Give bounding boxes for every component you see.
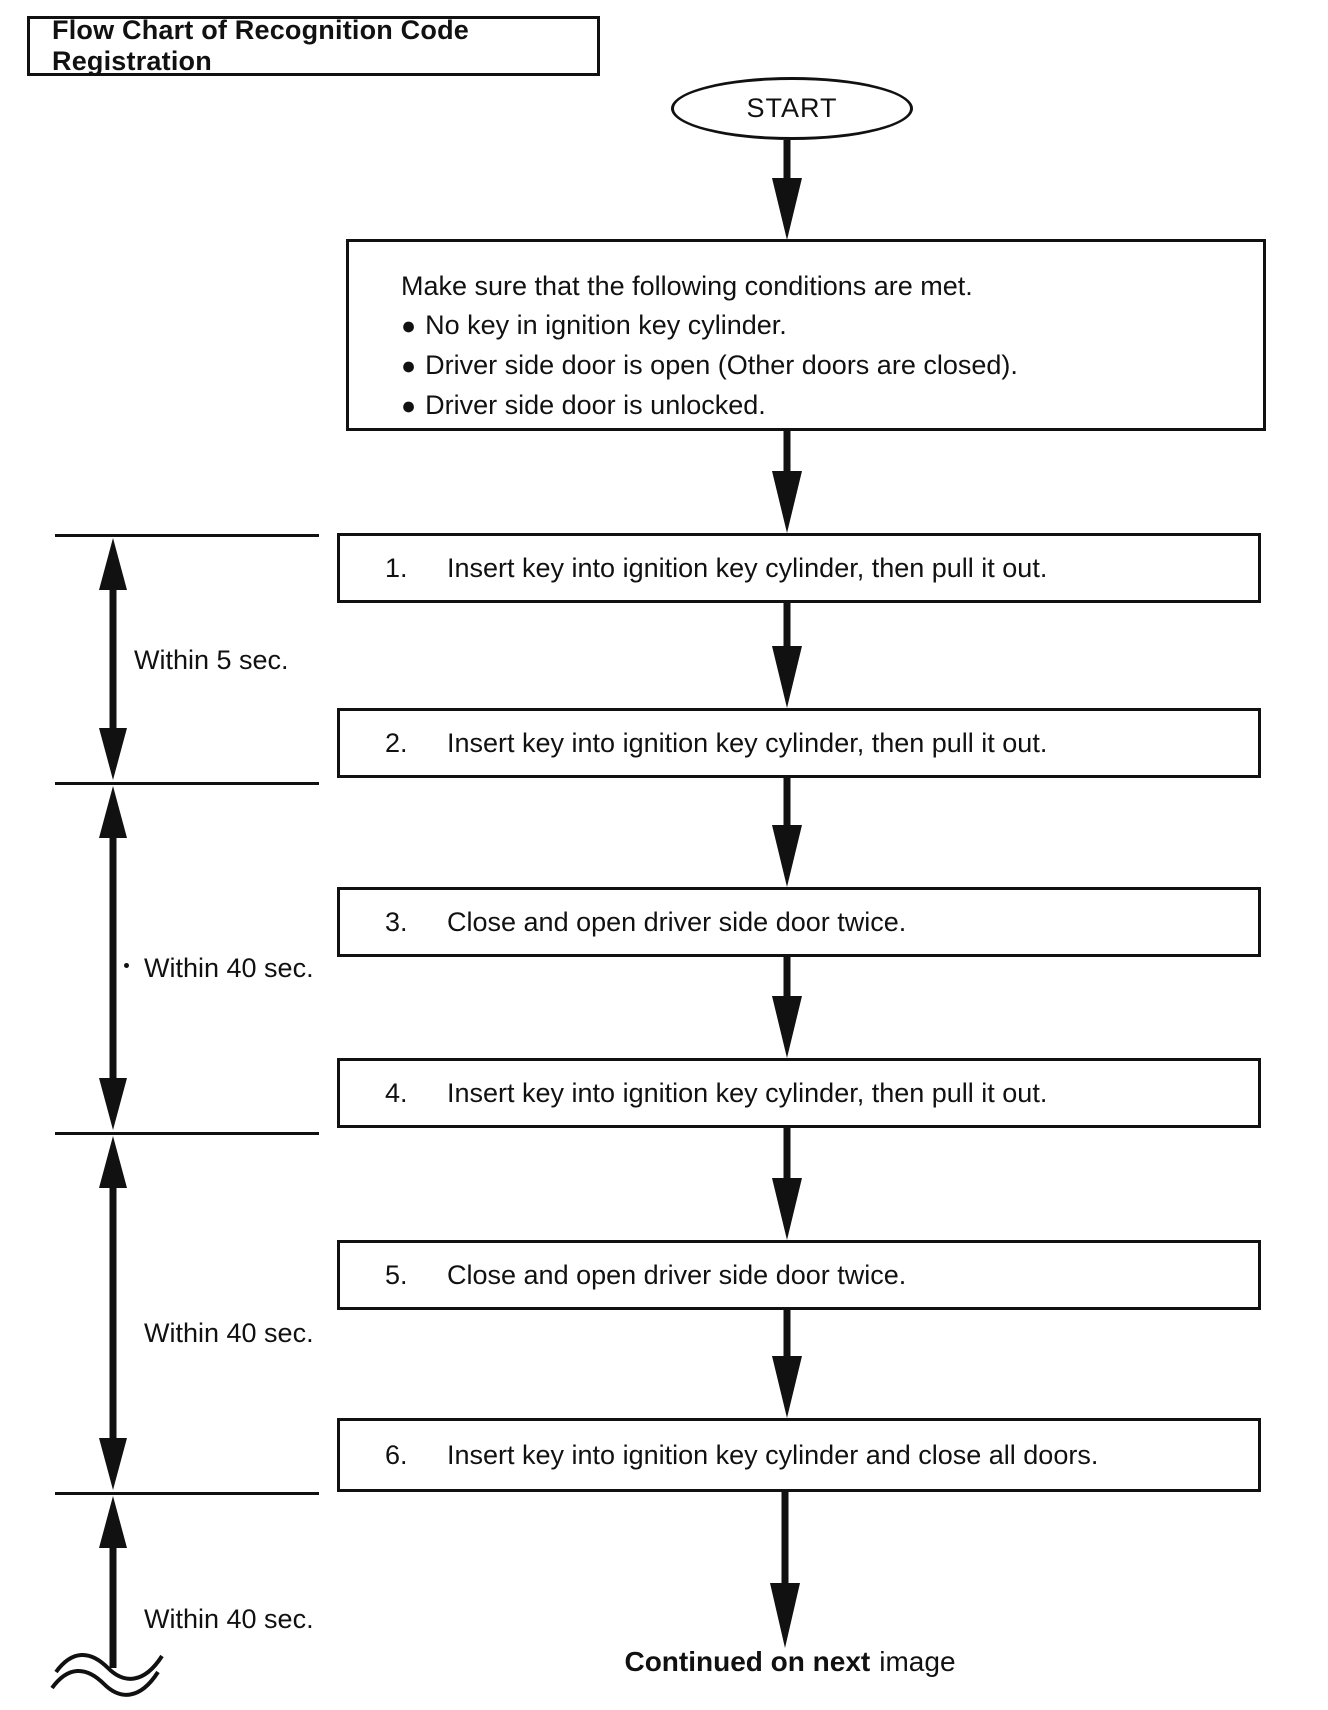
timing-label-within-40-sec-1: Within 40 sec. bbox=[144, 953, 314, 983]
conditions-intro: Make sure that the following conditions … bbox=[401, 271, 973, 301]
flow-arrow-step2-to-step3 bbox=[771, 778, 803, 887]
step-text: Insert key into ignition key cylinder, t… bbox=[447, 552, 1048, 583]
arrow-shaft bbox=[783, 140, 791, 182]
step-text: Close and open driver side door twice. bbox=[447, 906, 907, 937]
arrow-shaft bbox=[783, 1310, 791, 1360]
step-box-3: 3. Close and open driver side door twice… bbox=[337, 887, 1261, 957]
start-label: START bbox=[746, 93, 838, 123]
step-number: 4. bbox=[385, 1077, 408, 1108]
break-squiggle-icon bbox=[50, 1653, 164, 1697]
arrow-shaft bbox=[109, 582, 117, 736]
conditions-box: Make sure that the following conditions … bbox=[346, 239, 1266, 431]
stray-dot bbox=[124, 963, 129, 968]
tick-line-3 bbox=[55, 1132, 319, 1135]
timing-label-within-40-sec-3: Within 40 sec. bbox=[144, 1604, 314, 1634]
arrowhead-up-icon bbox=[99, 1136, 127, 1188]
step-text: Insert key into ignition key cylinder an… bbox=[447, 1439, 1099, 1470]
arrowhead-down-icon bbox=[772, 646, 802, 708]
step-text: Close and open driver side door twice. bbox=[447, 1259, 907, 1290]
timing-arrow-within-40-sec-1 bbox=[97, 786, 129, 1130]
bullet-icon: ● bbox=[401, 312, 417, 340]
arrowhead-down-icon bbox=[99, 1078, 127, 1130]
arrowhead-down-icon bbox=[99, 1438, 127, 1490]
chart-title: Flow Chart of Recognition Code Registrat… bbox=[52, 15, 469, 76]
tick-line-4 bbox=[55, 1492, 319, 1495]
arrow-shaft bbox=[783, 603, 791, 650]
continued-note-regular: image bbox=[879, 1646, 956, 1677]
step-text: Insert key into ignition key cylinder, t… bbox=[447, 727, 1048, 758]
timing-label-within-5-sec: Within 5 sec. bbox=[134, 645, 289, 675]
flow-arrow-step4-to-step5 bbox=[771, 1128, 803, 1240]
tick-line-2 bbox=[55, 782, 319, 785]
chart-title-box: Flow Chart of Recognition Code Registrat… bbox=[27, 15, 600, 76]
arrowhead-down-icon bbox=[772, 1178, 802, 1240]
arrowhead-down-icon bbox=[772, 825, 802, 887]
step-number: 1. bbox=[385, 552, 408, 583]
step-number: 3. bbox=[385, 906, 408, 937]
step-number: 5. bbox=[385, 1259, 408, 1290]
flow-arrow-step3-to-step4 bbox=[771, 957, 803, 1058]
timing-arrow-within-40-sec-3 bbox=[97, 1496, 129, 1668]
step-number: 2. bbox=[385, 727, 408, 758]
step-box-2: 2. Insert key into ignition key cylinder… bbox=[337, 708, 1261, 778]
condition-item: ●Driver side door is unlocked. bbox=[401, 390, 766, 420]
step-box-4: 4. Insert key into ignition key cylinder… bbox=[337, 1058, 1261, 1128]
step-box-6: 6. Insert key into ignition key cylinder… bbox=[337, 1418, 1261, 1492]
arrowhead-up-icon bbox=[99, 1496, 127, 1548]
flow-arrow-step5-to-step6 bbox=[771, 1310, 803, 1418]
flow-arrow-start-to-conditions bbox=[771, 140, 803, 240]
arrowhead-up-icon bbox=[99, 786, 127, 838]
start-node: START bbox=[671, 77, 913, 140]
step-number: 6. bbox=[385, 1439, 408, 1470]
arrowhead-up-icon bbox=[99, 538, 127, 590]
arrowhead-down-icon bbox=[772, 178, 802, 240]
flow-arrow-step1-to-step2 bbox=[771, 603, 803, 708]
arrow-shaft bbox=[109, 1180, 117, 1446]
arrow-shaft bbox=[783, 957, 791, 1000]
arrow-shaft bbox=[783, 430, 791, 475]
arrowhead-down-icon bbox=[772, 471, 802, 533]
timing-arrow-within-40-sec-2 bbox=[97, 1136, 129, 1490]
continued-note: Continued on next image bbox=[590, 1646, 990, 1678]
timing-label-within-40-sec-2: Within 40 sec. bbox=[144, 1318, 314, 1348]
step-box-1: 1. Insert key into ignition key cylinder… bbox=[337, 533, 1261, 603]
condition-item: ●No key in ignition key cylinder. bbox=[401, 310, 787, 340]
arrowhead-down-icon bbox=[770, 1583, 800, 1648]
flow-arrow-step6-to-continued bbox=[769, 1492, 801, 1648]
arrowhead-down-icon bbox=[772, 996, 802, 1058]
bullet-icon: ● bbox=[401, 352, 417, 380]
arrowhead-down-icon bbox=[99, 728, 127, 780]
arrow-shaft bbox=[781, 1492, 789, 1588]
bullet-icon: ● bbox=[401, 392, 417, 420]
arrow-shaft bbox=[109, 830, 117, 1086]
arrow-shaft bbox=[109, 1540, 117, 1668]
tick-line-1 bbox=[55, 534, 319, 537]
condition-item: ●Driver side door is open (Other doors a… bbox=[401, 350, 1018, 380]
step-box-5: 5. Close and open driver side door twice… bbox=[337, 1240, 1261, 1310]
arrow-shaft bbox=[783, 778, 791, 829]
step-text: Insert key into ignition key cylinder, t… bbox=[447, 1077, 1048, 1108]
timing-arrow-within-5-sec bbox=[97, 538, 129, 780]
arrow-shaft bbox=[783, 1128, 791, 1182]
continued-note-bold: Continued on next bbox=[624, 1646, 871, 1677]
flow-arrow-conditions-to-step1 bbox=[771, 430, 803, 533]
arrowhead-down-icon bbox=[772, 1356, 802, 1418]
